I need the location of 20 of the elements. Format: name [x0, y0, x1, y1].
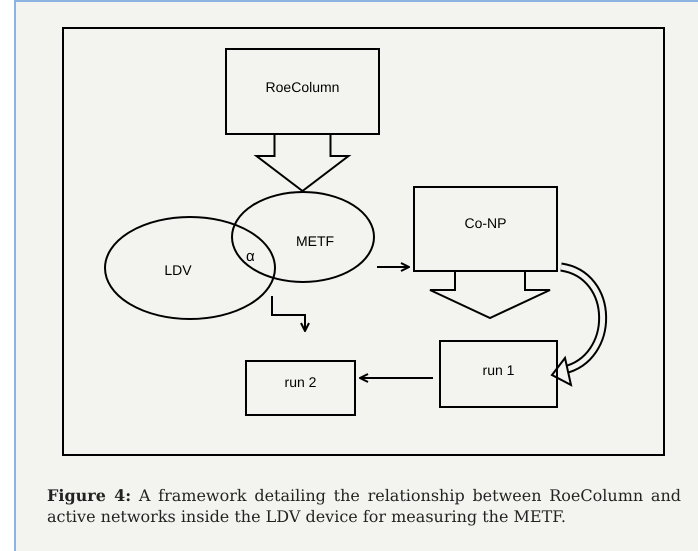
- process-box: [225, 48, 380, 135]
- overlap-label: α: [246, 247, 255, 267]
- node-label: LDV: [164, 260, 192, 280]
- arrow: [359, 373, 433, 383]
- arrow: [377, 262, 410, 272]
- node-label: run 1: [482, 360, 514, 380]
- node-label: RoeColumn: [266, 78, 340, 97]
- arrow: [271, 296, 310, 332]
- node-label: Co-NP: [464, 214, 506, 232]
- process-box: [245, 360, 356, 416]
- ellipse-node: [231, 191, 375, 283]
- node-label: METF: [296, 232, 334, 250]
- node-label: run 2: [284, 372, 316, 392]
- ellipse-node: [104, 216, 276, 320]
- process-box: [413, 186, 558, 272]
- curved-arrow: [550, 262, 608, 387]
- figure-caption: Figure 4: A framework detailing the relationship between RoeColumn and active networks inside the LDV device for measuring the METF.: [47, 486, 681, 527]
- block-arrow: [429, 271, 551, 320]
- block-arrow: [254, 134, 352, 192]
- process-box: [439, 340, 558, 408]
